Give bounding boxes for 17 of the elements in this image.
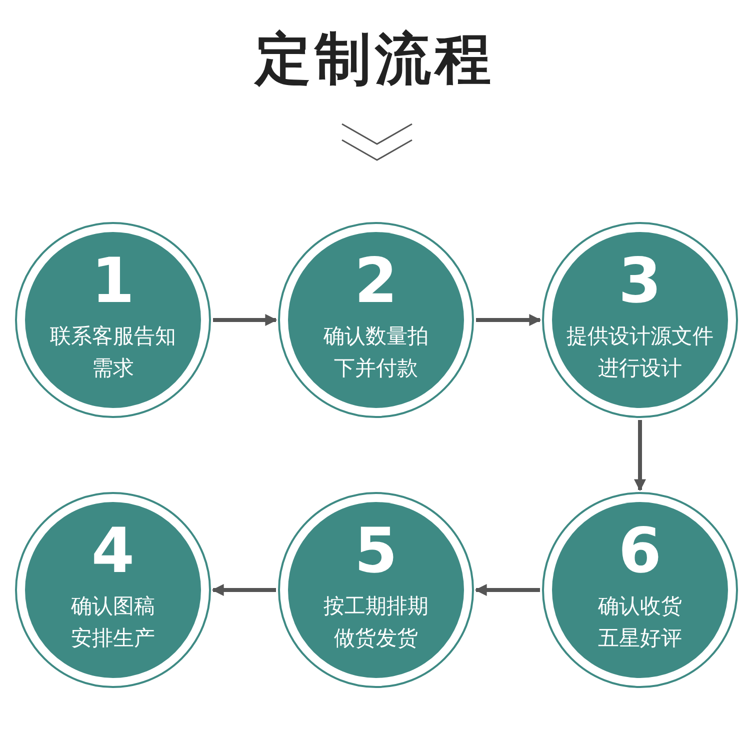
step-number: 4 — [91, 518, 135, 584]
step-text: 联系客服告知需求 — [49, 323, 177, 382]
step-number: 3 — [618, 248, 662, 314]
arrow — [212, 584, 276, 596]
step-number: 2 — [354, 248, 398, 314]
step-number: 6 — [618, 518, 662, 584]
title: 定制流程 — [253, 26, 496, 94]
arrow — [474, 584, 540, 596]
step-text: 提供设计源文件进行设计 — [566, 323, 714, 382]
arrow — [213, 314, 278, 326]
step-number: 5 — [354, 518, 398, 584]
step-text: 确认图稿安排生产 — [70, 593, 156, 652]
arrow — [476, 314, 542, 326]
step-text: 按工期排期做货发货 — [322, 593, 430, 652]
step-text: 确认数量拍下并付款 — [322, 323, 430, 382]
step-text: 确认收货五星好评 — [597, 593, 683, 652]
step-number: 1 — [91, 248, 135, 314]
